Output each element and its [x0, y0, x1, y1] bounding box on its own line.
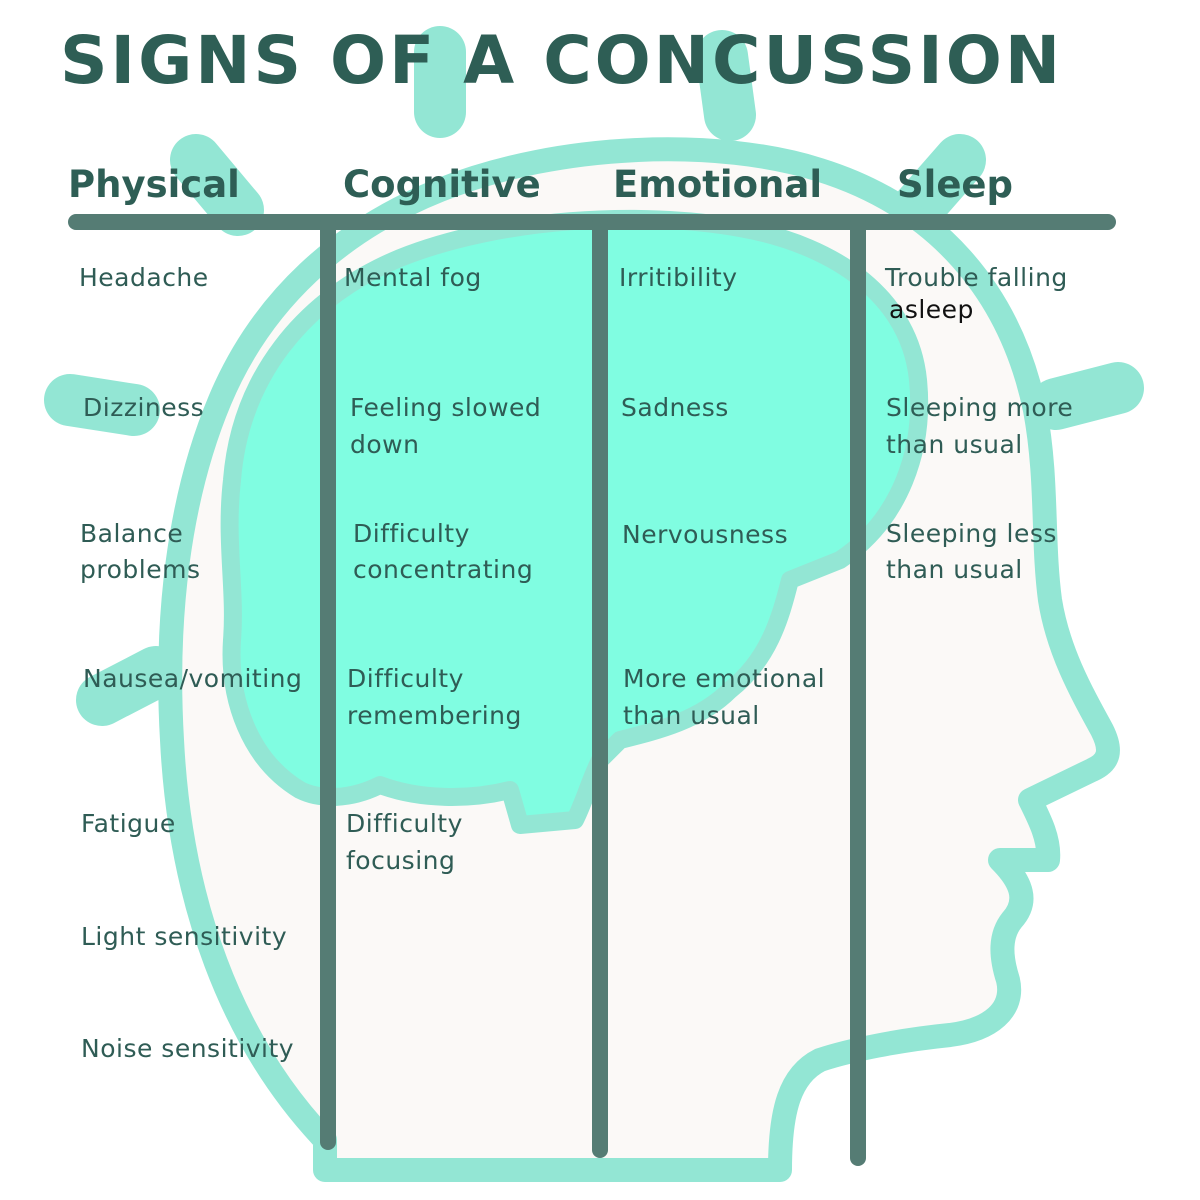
- dash-right-upper: [892, 134, 986, 234]
- heading-physical: Physical: [68, 163, 240, 206]
- cognitive-item: Feeling slowed down: [350, 393, 542, 459]
- table-lines: [68, 214, 1116, 1166]
- sleep-item: Sleeping less than usual: [886, 519, 1057, 584]
- page-title: SIGNS OF A CONCUSSION: [60, 22, 1064, 99]
- heading-sleep: Sleep: [897, 163, 1014, 206]
- sleep-item: Sleeping more than usual: [886, 393, 1074, 459]
- physical-item: Light sensitivity: [81, 922, 288, 951]
- dash-lower-left: [76, 646, 182, 726]
- emotional-item: Sadness: [621, 393, 729, 422]
- sleep-item: Trouble falling: [885, 263, 1068, 292]
- heading-emotional: Emotional: [613, 163, 823, 206]
- dash-top-right: [696, 30, 756, 141]
- sleep-item-continuation: asleep: [889, 295, 974, 324]
- physical-item: Balance problems: [80, 519, 201, 584]
- physical-item: Nausea/vomiting: [83, 664, 303, 693]
- heading-cognitive: Cognitive: [343, 163, 541, 206]
- emotional-item: Nervousness: [622, 520, 789, 549]
- cognitive-item: Difficulty focusing: [346, 809, 463, 875]
- physical-item: Noise sensitivity: [81, 1034, 295, 1063]
- cognitive-item: Difficulty remembering: [347, 664, 522, 730]
- physical-item: Headache: [79, 263, 209, 292]
- dash-left: [44, 374, 160, 436]
- dash-top-left: [170, 134, 264, 236]
- radiating-dashes: [44, 26, 1144, 726]
- cognitive-item: Mental fog: [344, 263, 482, 292]
- brain: [220, 209, 929, 834]
- cognitive-item: Difficulty concentrating: [353, 519, 534, 584]
- dash-right: [1030, 362, 1144, 430]
- physical-item: Fatigue: [81, 809, 176, 838]
- emotional-item: Irritibility: [619, 263, 738, 292]
- physical-item: Dizziness: [83, 393, 205, 422]
- emotional-item: More emotional than usual: [623, 664, 826, 730]
